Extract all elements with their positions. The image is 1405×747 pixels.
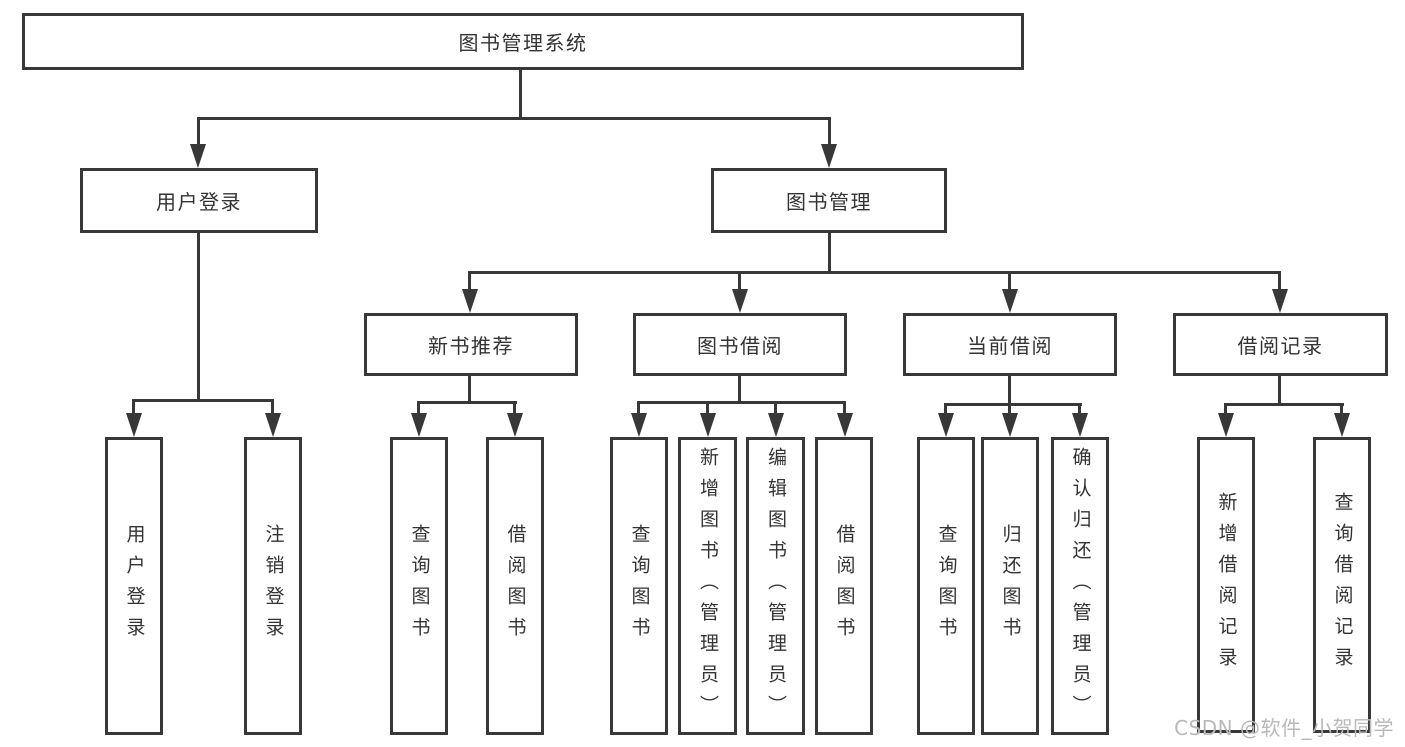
connector-line <box>132 399 274 402</box>
connector-line <box>197 233 200 401</box>
connector-line <box>637 403 640 415</box>
arrowhead-down-icon <box>411 413 427 437</box>
arrowhead-down-icon <box>1002 413 1018 437</box>
connector-line <box>1008 273 1011 292</box>
connector-line <box>944 403 1082 406</box>
leaf-query-books-2: 查询图书 <box>610 437 668 735</box>
connector-line <box>706 403 709 415</box>
connector-line <box>774 403 777 415</box>
connector-line <box>468 376 471 403</box>
leaf-query-borrow-record: 查询借阅记录 <box>1313 437 1371 733</box>
connector-line <box>197 119 200 147</box>
arrowhead-down-icon <box>1334 413 1350 437</box>
connector-line <box>468 273 471 292</box>
arrowhead-down-icon <box>1072 413 1088 437</box>
leaf-user-login: 用户登录 <box>105 437 163 735</box>
connector-line <box>1224 403 1344 406</box>
arrowhead-down-icon <box>507 413 523 437</box>
leaf-query-books-1: 查询图书 <box>390 437 448 735</box>
leaf-borrow-books-1: 借阅图书 <box>486 437 544 735</box>
arrowhead-down-icon <box>1002 289 1018 313</box>
arrowhead-down-icon <box>126 413 142 437</box>
connector-line <box>1340 405 1343 415</box>
connector-line <box>1278 273 1281 292</box>
connector-line <box>417 401 517 404</box>
connector-line <box>1008 376 1011 405</box>
arrowhead-down-icon <box>462 289 478 313</box>
connector-line <box>271 401 274 415</box>
watermark: CSDN @软件_小贺同学 <box>1174 716 1394 740</box>
arrowhead-down-icon <box>732 289 748 313</box>
leaf-edit-book-admin: 编辑图书（管理员） <box>746 437 805 735</box>
connector-line <box>944 405 947 415</box>
arrowhead-down-icon <box>837 413 853 437</box>
connector-line <box>417 403 420 415</box>
leaf-borrow-books-2: 借阅图书 <box>815 437 873 735</box>
connector-line <box>519 68 522 120</box>
connector-line <box>828 233 831 273</box>
arrowhead-down-icon <box>821 144 837 168</box>
node-book-management: 图书管理 <box>711 168 947 233</box>
leaf-return-book: 归还图书 <box>981 437 1039 735</box>
connector-line <box>738 273 741 292</box>
connector-line <box>132 401 135 415</box>
node-current-borrowing: 当前借阅 <box>903 313 1117 376</box>
connector-line <box>1078 405 1081 415</box>
node-book-borrowing: 图书借阅 <box>633 313 847 376</box>
node-new-book-recommend: 新书推荐 <box>364 313 578 376</box>
arrowhead-down-icon <box>190 144 206 168</box>
leaf-logout: 注销登录 <box>244 437 302 735</box>
arrowhead-down-icon <box>265 413 281 437</box>
leaf-add-book-admin: 新增图书（管理员） <box>678 437 737 735</box>
connector-line <box>1224 405 1227 415</box>
arrowhead-down-icon <box>700 413 716 437</box>
arrowhead-down-icon <box>1272 289 1288 313</box>
arrowhead-down-icon <box>1218 413 1234 437</box>
node-library-management-system: 图书管理系统 <box>22 13 1024 70</box>
arrowhead-down-icon <box>938 413 954 437</box>
connector-line <box>843 403 846 415</box>
connector-line <box>468 271 1281 274</box>
arrowhead-down-icon <box>631 413 647 437</box>
node-user-login: 用户登录 <box>80 168 318 233</box>
node-borrowing-records: 借阅记录 <box>1173 313 1388 376</box>
connector-line <box>197 117 831 120</box>
connector-line <box>513 403 516 415</box>
connector-line <box>1278 376 1281 405</box>
leaf-confirm-return-admin: 确认归还（管理员） <box>1051 437 1109 735</box>
connector-line <box>828 119 831 147</box>
leaf-query-books-3: 查询图书 <box>917 437 975 735</box>
arrowhead-down-icon <box>768 413 784 437</box>
connector-line <box>637 401 846 404</box>
connector-line <box>738 376 741 403</box>
leaf-add-borrow-record: 新增借阅记录 <box>1197 437 1255 733</box>
connector-line <box>1008 405 1011 415</box>
